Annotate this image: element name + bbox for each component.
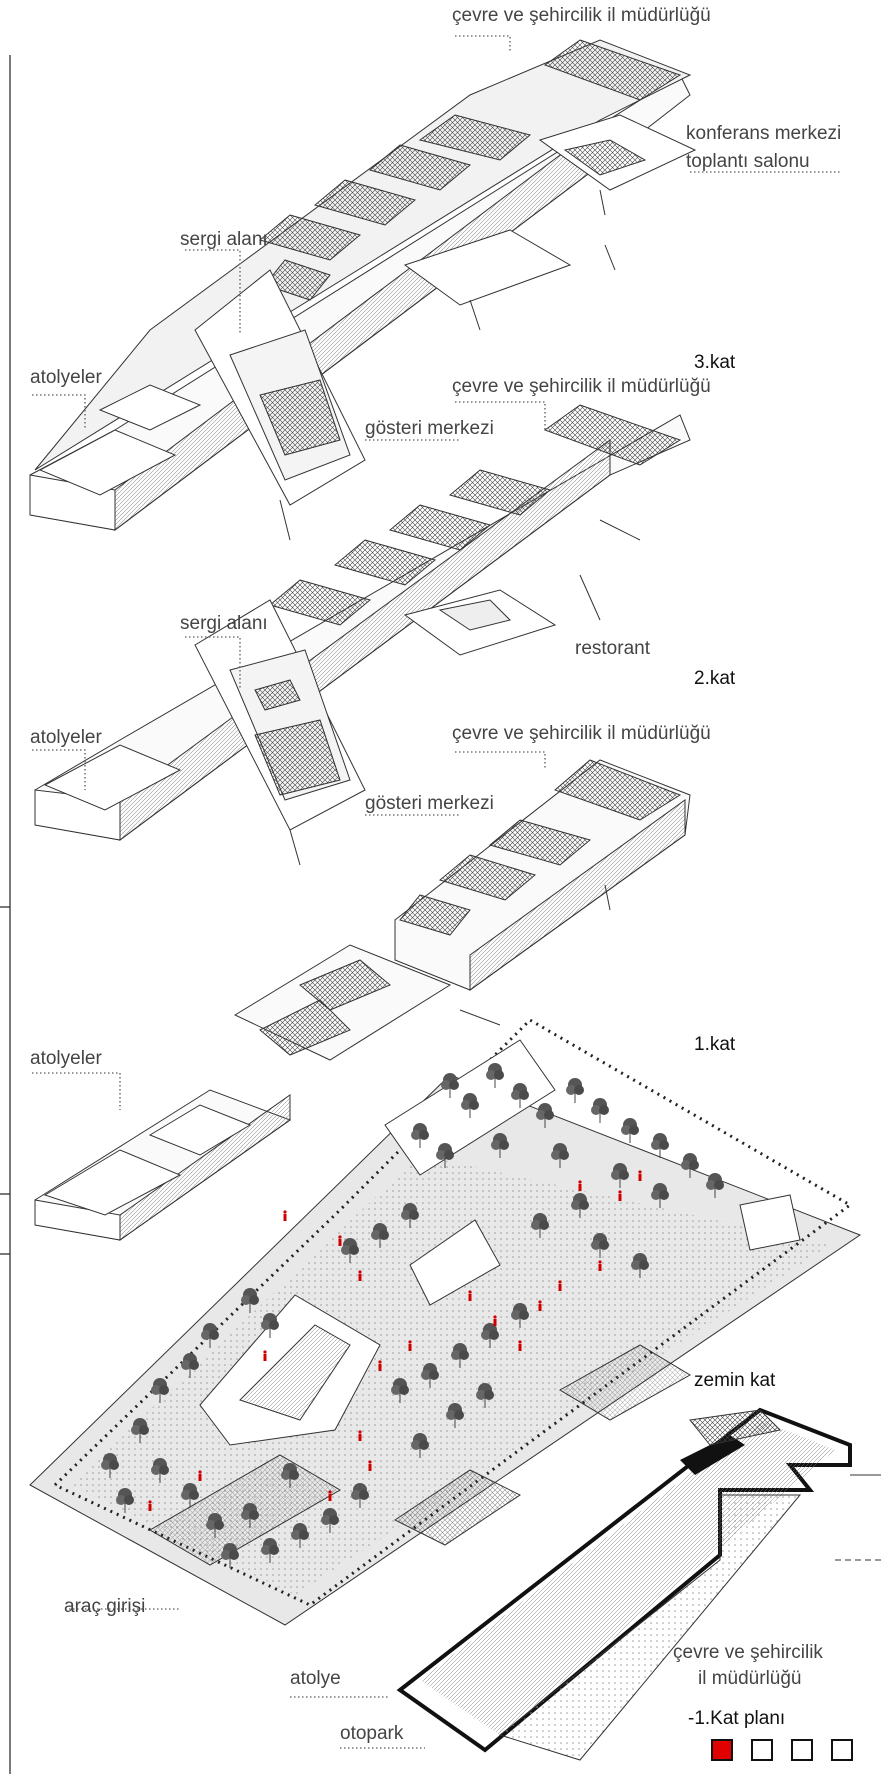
legend-square (791, 1739, 813, 1761)
basement-floor-plan (396, 1407, 881, 1761)
floor-1-building (34, 759, 691, 1241)
floor-legend (711, 1739, 881, 1763)
label-cevre-top: çevre ve şehircilik il müdürlüğü (452, 5, 711, 26)
label-gosteri-merkezi-3: gösteri merkezi (365, 418, 494, 439)
label-cevre-2: çevre ve şehircilik il müdürlüğü (452, 376, 711, 397)
label-cevre-basement-1: çevre ve şehircilik (673, 1642, 823, 1663)
floor-title-basement: -1.Kat planı (688, 1708, 786, 1729)
label-restorant: restorant (575, 638, 650, 659)
floor-title-zemin: zemin kat (694, 1370, 776, 1391)
label-gosteri-merkezi-2: gösteri merkezi (365, 793, 494, 814)
margin-line (0, 55, 11, 1774)
legend-square (831, 1739, 853, 1761)
floor-title-3: 3.kat (694, 352, 736, 373)
label-atolye: atolye (290, 1668, 341, 1689)
legend-square-active (711, 1739, 733, 1761)
label-toplanti-salonu: toplantı salonu (686, 151, 810, 172)
legend-square (751, 1739, 773, 1761)
label-atolyeler-1: atolyeler (30, 1048, 102, 1069)
label-cevre-1: çevre ve şehircilik il müdürlüğü (452, 723, 711, 744)
label-sergi-alani-3: sergi alanı (180, 229, 268, 250)
floor-3-building (29, 39, 697, 541)
floor-title-2: 2.kat (694, 668, 736, 689)
label-atolyeler-3: atolyeler (30, 367, 102, 388)
floor-title-1: 1.kat (694, 1034, 736, 1055)
label-cevre-basement-2: il müdürlüğü (698, 1668, 802, 1689)
label-arac-girisi: araç girişi (64, 1596, 146, 1617)
label-sergi-alani-2: sergi alanı (180, 613, 268, 634)
label-otopark: otopark (340, 1723, 404, 1744)
label-atolyeler-2: atolyeler (30, 727, 102, 748)
floor-2-building (34, 404, 691, 866)
label-leaders (32, 35, 840, 1749)
label-konferans-merkezi: konferans merkezi (686, 123, 842, 144)
